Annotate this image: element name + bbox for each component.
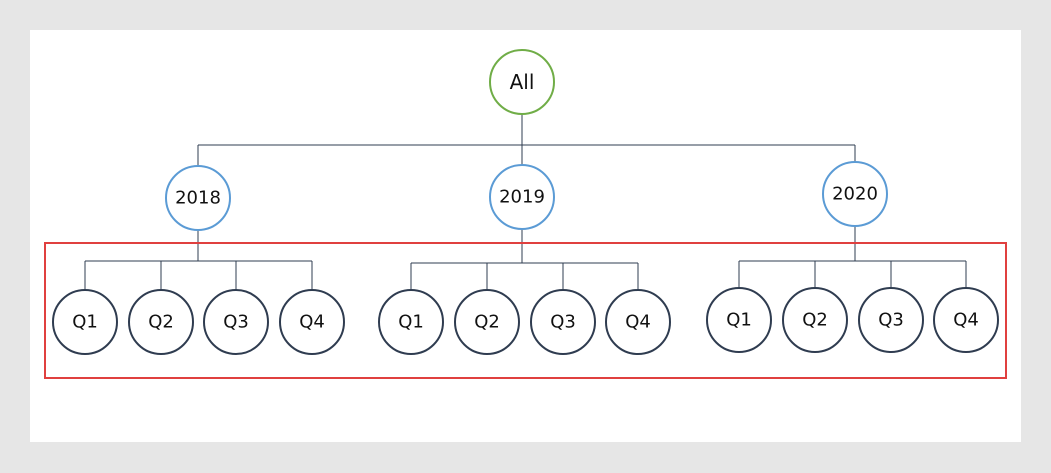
node-quarter-label: Q2: [148, 312, 174, 333]
edges-2018-to-quarters: [84, 230, 313, 290]
node-year-2019: 2019: [489, 164, 555, 230]
node-quarter-label: Q4: [299, 312, 325, 333]
node-quarter-label: Q2: [474, 312, 500, 333]
node-quarter-label: Q1: [398, 312, 424, 333]
node-year-label: 2019: [499, 187, 545, 208]
node-quarter-label: Q1: [72, 312, 98, 333]
quarter-level-highlight: [44, 242, 1007, 379]
edges-2019-to-quarters: [410, 230, 639, 290]
node-quarter-label: Q4: [953, 310, 979, 331]
node-root: All: [489, 49, 555, 115]
node-quarter-label: Q2: [802, 310, 828, 331]
node-quarter-2018-q3: Q3: [203, 289, 269, 355]
node-year-label: 2020: [832, 184, 878, 205]
node-quarter-label: Q1: [726, 310, 752, 331]
node-quarter-label: Q3: [550, 312, 576, 333]
node-year-2018: 2018: [165, 165, 231, 231]
node-quarter-2018-q1: Q1: [52, 289, 118, 355]
edges-root-to-years: [197, 114, 856, 166]
node-root-label: All: [510, 70, 535, 94]
node-quarter-2020-q1: Q1: [706, 287, 772, 353]
node-year-2020: 2020: [822, 161, 888, 227]
node-quarter-2019-q3: Q3: [530, 289, 596, 355]
node-quarter-label: Q3: [223, 312, 249, 333]
node-quarter-label: Q3: [878, 310, 904, 331]
node-quarter-2019-q1: Q1: [378, 289, 444, 355]
node-quarter-2019-q2: Q2: [454, 289, 520, 355]
node-quarter-label: Q4: [625, 312, 651, 333]
edges-2020-to-quarters: [738, 226, 967, 288]
node-year-label: 2018: [175, 188, 221, 209]
node-quarter-2020-q3: Q3: [858, 287, 924, 353]
node-quarter-2019-q4: Q4: [605, 289, 671, 355]
node-quarter-2018-q4: Q4: [279, 289, 345, 355]
node-quarter-2020-q4: Q4: [933, 287, 999, 353]
node-quarter-2018-q2: Q2: [128, 289, 194, 355]
node-quarter-2020-q2: Q2: [782, 287, 848, 353]
